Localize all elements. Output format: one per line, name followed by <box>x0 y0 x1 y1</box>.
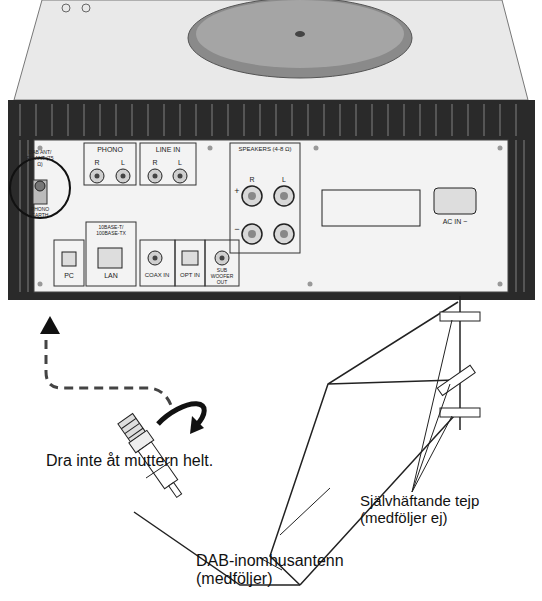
antenna-socket <box>33 180 47 204</box>
heatsink-fins <box>20 104 524 292</box>
panel-label: LAN <box>91 272 131 280</box>
panel-screws <box>38 146 503 287</box>
panel-label: PC <box>55 272 83 280</box>
speaker-terminals <box>242 186 294 244</box>
callout-text: Dra inte åt muttern helt. <box>46 452 216 470</box>
panel-label: AC IN ~ <box>430 218 480 226</box>
panel-label: L <box>175 159 185 167</box>
panel-label: DAB ANT/ FM ANT (75 Ω) <box>25 150 55 167</box>
ac-inlet <box>434 188 476 214</box>
connector-frames <box>54 143 300 286</box>
rear-panel <box>34 140 508 292</box>
highlight-circle <box>10 158 70 218</box>
screw-hole <box>62 4 70 12</box>
panel-label: LINE IN <box>141 146 195 154</box>
usb-port <box>62 252 76 266</box>
lan-port <box>98 248 122 268</box>
antenna-wire <box>270 302 458 585</box>
callout-text: DAB-inomhusantenn (medföljer) <box>196 552 371 589</box>
terminal-centres <box>248 192 288 238</box>
callout-text: Självhäftande tejp (medföljer ej) <box>360 492 542 527</box>
panel-label: L <box>118 159 128 167</box>
panel-label: PHONO <box>85 146 135 154</box>
turntable-platter <box>188 0 412 78</box>
pointer-triangle <box>40 316 60 334</box>
rca-centres <box>95 174 225 261</box>
panel-label: PHONO EARTH <box>25 207 55 219</box>
panel-label: SUB WOOFER OUT <box>206 268 238 285</box>
panel-label: R <box>92 159 102 167</box>
panel-label: − <box>232 224 242 234</box>
panel-recess <box>322 190 420 226</box>
spindle <box>295 31 305 37</box>
leader-lines <box>146 320 452 570</box>
rotation-arrowhead <box>190 416 204 434</box>
heatsink <box>8 100 535 300</box>
panel-label: COAX IN <box>140 272 174 279</box>
antenna-socket-pin <box>35 181 45 191</box>
platter-top <box>196 0 404 68</box>
panel-label: R <box>150 159 160 167</box>
optical-port <box>182 251 198 265</box>
panel-label: + <box>232 186 242 196</box>
route-dashed <box>46 340 172 408</box>
panel-label: 10BASE-T/ 100BASE-TX <box>87 225 135 237</box>
top-surface <box>14 0 528 100</box>
panel-label: SPEAKERS (4-8 Ω) <box>231 146 299 153</box>
panel-label: L <box>279 176 289 184</box>
panel-label: R <box>247 176 257 184</box>
screw-hole <box>82 4 90 12</box>
panel-label: OPT IN <box>175 272 205 279</box>
